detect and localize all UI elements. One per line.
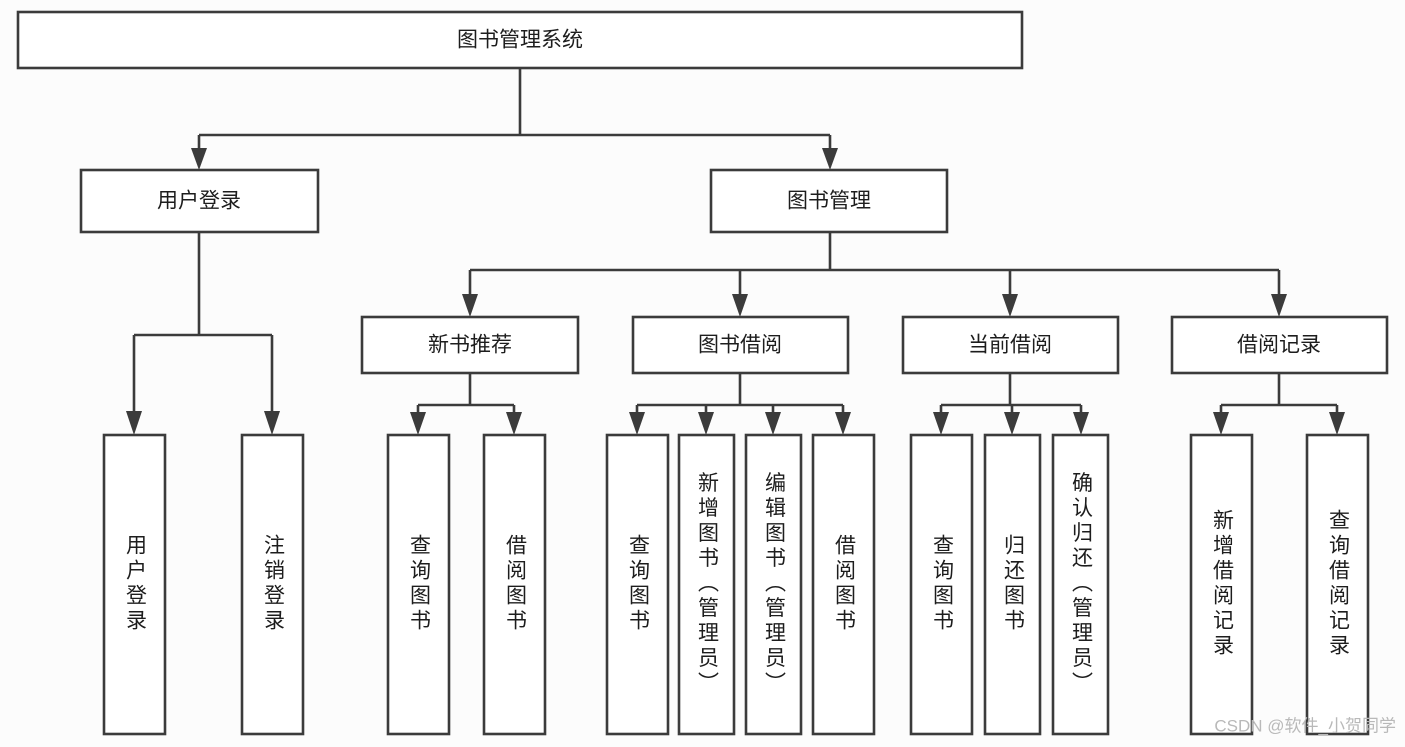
leaf-user-login-box[interactable] [102,433,167,736]
leaf-return-book-label: 归还图书 [1001,534,1025,634]
leaf-add-book-label: 新增图书（管理员） [695,472,719,697]
node-current-borrow[interactable]: 当前借阅 [901,315,1120,375]
leaf-edit-book-label: 编辑图书（管理员） [762,472,786,697]
root-label: 图书管理系统 [457,29,583,52]
leaf-borrow-book-1-box[interactable] [482,433,547,736]
arrowhead-leaf-return-book [1004,412,1020,435]
book-borrow-box[interactable] [631,315,850,375]
leaf-query-record-label: 查询借阅记录 [1326,509,1350,659]
node-leaf-add-record[interactable]: 新增借阅记录 [1189,433,1254,736]
arrowhead-leaf-query-book-3 [933,412,949,435]
leaf-query-book-3-label: 查询图书 [930,534,954,634]
node-new-book-rec[interactable]: 新书推荐 [360,315,580,375]
node-leaf-user-login[interactable]: 用户登录 [102,433,167,736]
user-login-label: 用户登录 [157,190,241,213]
node-leaf-confirm-return[interactable]: 确认归还（管理员） [1051,433,1110,736]
arrowhead-leaf-query-record [1329,412,1345,435]
current-borrow-box[interactable] [901,315,1120,375]
arrowhead-borrow-record [1271,294,1287,317]
arrowhead-leaf-borrow-book-2 [835,412,851,435]
node-root-system[interactable]: 图书管理系统 [16,10,1024,70]
leaf-logout-box[interactable] [240,433,305,736]
leaf-user-login-label: 用户登录 [123,534,147,634]
book-manage-box[interactable] [709,168,949,234]
connector-layer [126,68,1345,435]
leaf-add-record-label: 新增借阅记录 [1210,509,1234,659]
arrowhead-leaf-logout [264,411,280,435]
leaf-borrow-book-2-label: 借阅图书 [832,534,856,634]
book-manage-label: 图书管理 [787,190,871,213]
arrowhead-new-book-rec [462,294,478,317]
arrowhead-leaf-edit-book [765,412,781,435]
leaf-borrow-book-2-box[interactable] [811,433,876,736]
node-borrow-record[interactable]: 借阅记录 [1170,315,1389,375]
node-leaf-edit-book[interactable]: 编辑图书（管理员） [744,433,803,736]
node-leaf-logout[interactable]: 注销登录 [240,433,305,736]
leaf-edit-book-box[interactable] [744,433,803,736]
user-login-box[interactable] [79,168,320,234]
leaf-query-book-2-box[interactable] [605,433,670,736]
node-leaf-query-record[interactable]: 查询借阅记录 [1305,433,1370,736]
leaf-query-book-2-label: 查询图书 [626,534,650,634]
leaf-query-record-box[interactable] [1305,433,1370,736]
node-leaf-return-book[interactable]: 归还图书 [983,433,1042,736]
new-book-rec-box[interactable] [360,315,580,375]
node-leaf-borrow-book-2[interactable]: 借阅图书 [811,433,876,736]
borrow-record-box[interactable] [1170,315,1389,375]
leaf-return-book-box[interactable] [983,433,1042,736]
arrowhead-leaf-query-book-2 [629,412,645,435]
leaf-confirm-return-label: 确认归还（管理员） [1069,472,1093,697]
arrowhead-book-manage [822,148,838,170]
arrowhead-current-borrow [1002,294,1018,317]
leaf-logout-label: 注销登录 [261,534,285,634]
leaf-borrow-book-1-label: 借阅图书 [503,534,527,634]
leaf-confirm-return-box[interactable] [1051,433,1110,736]
arrowhead-user-login [191,148,207,170]
arrowhead-leaf-user-login [126,411,142,435]
node-book-manage[interactable]: 图书管理 [709,168,949,234]
leaf-query-book-3-box[interactable] [909,433,974,736]
book-borrow-label: 图书借阅 [698,334,782,357]
borrow-record-label: 借阅记录 [1237,334,1321,357]
arrowhead-leaf-borrow-book-1 [506,412,522,435]
leaf-add-book-box[interactable] [677,433,736,736]
node-leaf-query-book-1[interactable]: 查询图书 [386,433,451,736]
arrowhead-leaf-query-book-1 [410,412,426,435]
leaf-query-book-1-label: 查询图书 [407,534,431,634]
node-leaf-borrow-book-1[interactable]: 借阅图书 [482,433,547,736]
leaf-add-record-box[interactable] [1189,433,1254,736]
node-user-login[interactable]: 用户登录 [79,168,320,234]
arrowhead-leaf-add-record [1213,412,1229,435]
arrowhead-leaf-add-book [698,412,714,435]
node-leaf-query-book-2[interactable]: 查询图书 [605,433,670,736]
arrowhead-leaf-confirm-return [1073,412,1089,435]
node-leaf-query-book-3[interactable]: 查询图书 [909,433,974,736]
node-leaf-add-book[interactable]: 新增图书（管理员） [677,433,736,736]
current-borrow-label: 当前借阅 [968,334,1052,357]
node-book-borrow[interactable]: 图书借阅 [631,315,850,375]
leaf-query-book-1-box[interactable] [386,433,451,736]
root-box[interactable] [16,10,1024,70]
new-book-rec-label: 新书推荐 [428,334,512,357]
arrowhead-book-borrow [732,294,748,317]
csdn-watermark: CSDN @软件_小贺同学 [1214,716,1396,735]
